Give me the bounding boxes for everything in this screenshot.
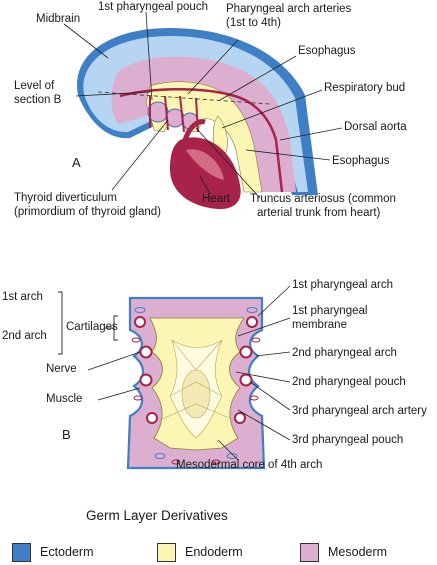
label-level-line2: section B (14, 94, 62, 106)
label-truncus-line1: Truncus arteriosus (common (250, 193, 396, 205)
label-heart: Heart (202, 193, 231, 205)
label-r-membrane-line2: membrane (292, 319, 347, 331)
label-arch-arteries-line1: Pharyngeal arch arteries (226, 3, 352, 15)
label-level-line1: Level of (14, 80, 55, 92)
panel-a-letter: A (72, 155, 81, 170)
legend-swatch-ectoderm (12, 543, 31, 562)
legend-label-ectoderm: Ectoderm (40, 545, 94, 559)
truncus-shape (182, 119, 206, 141)
label-second-arch: 2nd arch (2, 330, 47, 342)
panel-a-drawing (63, 11, 343, 210)
panel-b-drawing (58, 285, 291, 470)
panel-b-brackets (58, 291, 118, 355)
heart-highlight (186, 149, 224, 180)
heart-shape (170, 137, 241, 210)
panel-b-leaders (87, 285, 291, 461)
legend-title: Germ Layer Derivatives (86, 508, 228, 523)
label-respiratory-bud: Respiratory bud (324, 82, 406, 94)
legend-label-mesoderm: Mesoderm (328, 545, 388, 559)
label-r-second-pouch: 2nd pharyngeal pouch (292, 376, 406, 388)
label-midbrain: Midbrain (36, 13, 81, 25)
label-esophagus-bottom: Esophagus (332, 155, 390, 167)
label-muscle: Muscle (46, 393, 83, 405)
legend-swatch-mesoderm (300, 543, 319, 562)
label-thyroid-line2: (primordium of thyroid gland) (14, 206, 162, 218)
label-nerve: Nerve (46, 363, 77, 375)
label-r-second-arch: 2nd pharyngeal arch (292, 347, 397, 359)
label-r-first-arch: 1st pharyngeal arch (292, 279, 394, 291)
label-arch-arteries-line2: (1st to 4th) (226, 17, 281, 29)
section-level-line (97, 91, 271, 105)
legend-label-endoderm: Endoderm (185, 545, 243, 559)
label-mesodermal-core: Mesodermal core of 4th arch (176, 459, 323, 471)
label-r-third-artery: 3rd pharyngeal arch artery (292, 405, 427, 417)
dorsal-aorta-line (119, 87, 284, 193)
label-esophagus-top: Esophagus (298, 45, 356, 57)
label-r-third-pouch: 3rd pharyngeal pouch (292, 434, 404, 446)
label-thyroid-line1: Thyroid diverticulum (14, 192, 117, 204)
label-dorsal-aorta: Dorsal aorta (344, 121, 407, 133)
panel-b-letter: B (62, 427, 71, 442)
section-central-body (181, 369, 211, 419)
label-first-pouch: 1st pharyngeal pouch (98, 1, 208, 13)
label-r-membrane-line1: 1st pharyngeal (292, 305, 368, 317)
label-cartilages: Cartilages (66, 321, 118, 333)
panel-a-leaders (63, 11, 343, 199)
arch-structures (131, 307, 261, 465)
label-first-arch: 1st arch (2, 291, 43, 303)
legend-swatch-endoderm (157, 543, 176, 562)
label-truncus-line2: arterial trunk from heart) (257, 207, 381, 219)
